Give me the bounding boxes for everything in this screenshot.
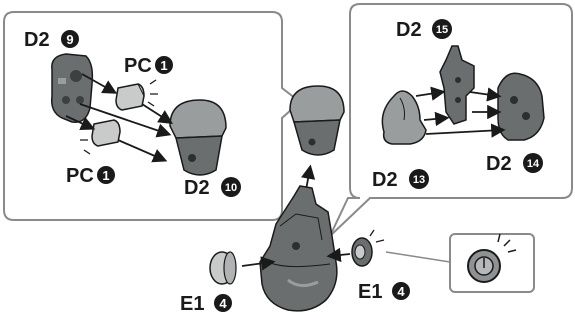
part-d2-13 — [381, 90, 427, 145]
svg-text:PC: PC — [66, 165, 94, 187]
svg-text:1: 1 — [160, 58, 167, 73]
svg-text:D2: D2 — [24, 29, 50, 51]
label-d2-10: D2 10 — [184, 177, 241, 199]
assembled-forearm-top — [289, 85, 345, 156]
label-pc-1-upper: PC 1 — [124, 55, 173, 77]
label-d2-9: D2 9 — [24, 29, 79, 51]
svg-text:4: 4 — [397, 284, 405, 299]
svg-text:13: 13 — [413, 174, 425, 186]
left-panel-arrows — [65, 73, 174, 163]
svg-text:1: 1 — [102, 168, 109, 183]
part-d2-9 — [50, 53, 94, 123]
svg-text:14: 14 — [527, 158, 540, 170]
part-pc-1-upper — [115, 79, 158, 111]
svg-text:D2: D2 — [486, 153, 512, 175]
svg-text:4: 4 — [219, 296, 227, 311]
label-pc-1-lower: PC 1 — [66, 165, 115, 187]
svg-text:D2: D2 — [184, 177, 210, 199]
right-panel-arrows — [415, 86, 506, 138]
svg-text:D2: D2 — [372, 169, 398, 191]
part-d2-10 — [169, 99, 227, 176]
svg-text:9: 9 — [66, 32, 73, 47]
part-e1-4-right — [326, 229, 385, 267]
assembled-hand-body — [259, 185, 338, 312]
label-e1-4-right: E1 4 — [358, 281, 410, 303]
svg-text:PC: PC — [124, 55, 152, 77]
part-pc-1-lower — [80, 119, 121, 155]
label-d2-15: D2 15 — [396, 19, 452, 41]
center-up-arrow — [300, 164, 316, 191]
detail-inset-box — [385, 233, 535, 293]
part-e1-4-left — [209, 251, 276, 285]
svg-text:E1: E1 — [358, 281, 382, 303]
svg-text:15: 15 — [436, 24, 448, 36]
svg-text:10: 10 — [225, 182, 237, 194]
svg-text:E1: E1 — [180, 293, 204, 315]
label-d2-13: D2 13 — [372, 169, 429, 191]
label-d2-14: D2 14 — [486, 153, 543, 175]
label-e1-4-left: E1 4 — [180, 293, 232, 315]
svg-text:D2: D2 — [396, 19, 422, 41]
